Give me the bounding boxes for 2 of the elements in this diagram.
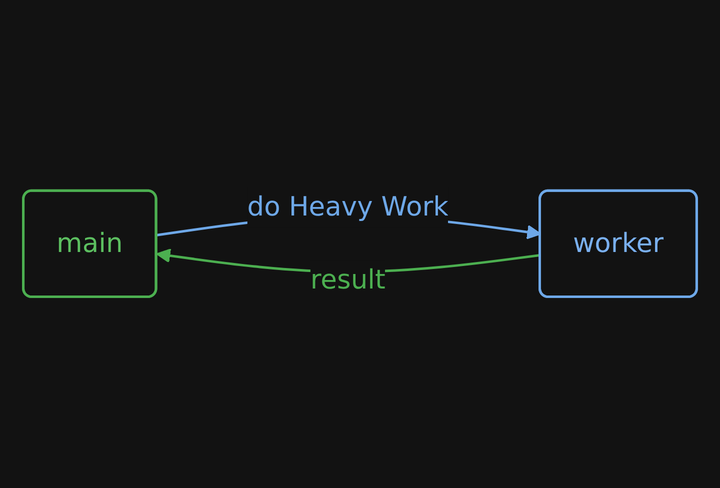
edge-label: do Heavy Work: [247, 190, 448, 222]
edge-label: result: [310, 264, 386, 296]
